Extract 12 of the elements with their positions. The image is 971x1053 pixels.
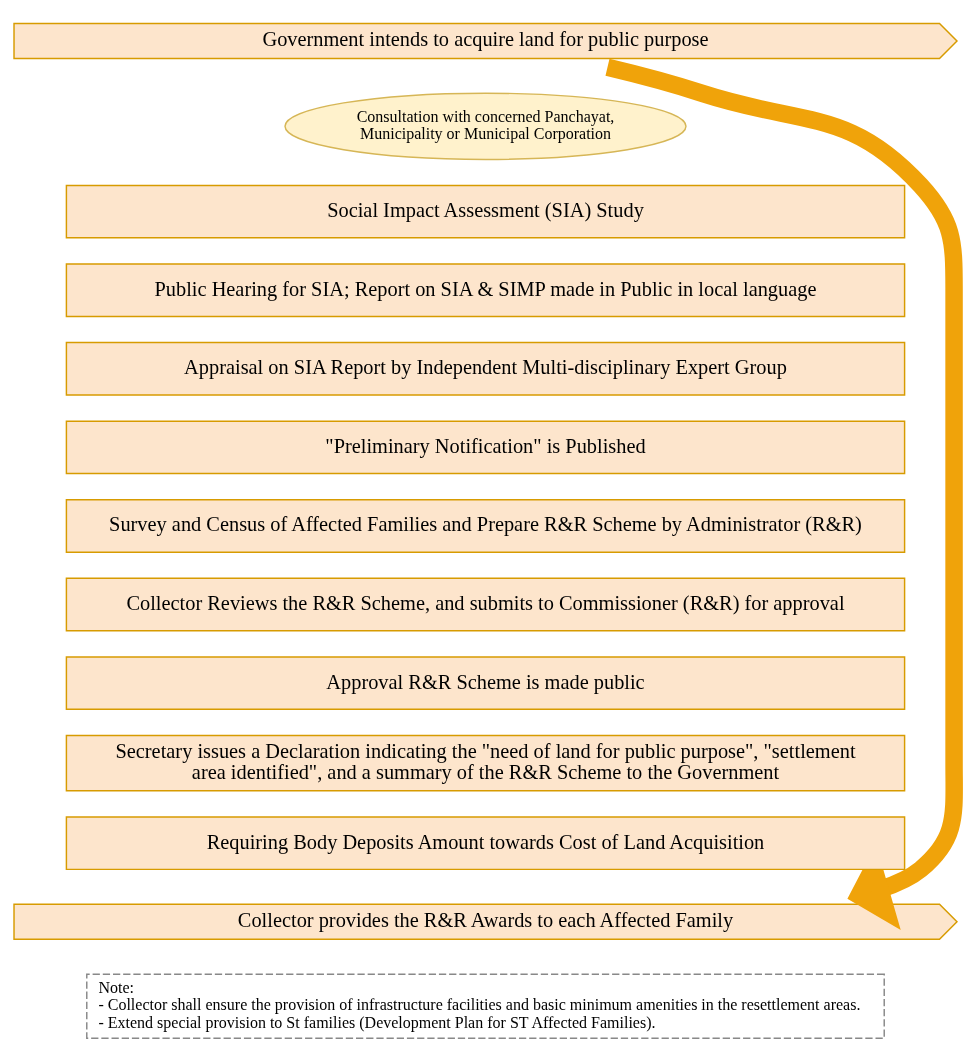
node-box: Collector Reviews the R&R Scheme, and submits to Commissioner (R&R) for approval bbox=[65, 577, 906, 632]
node-box: Note: - Collector shall ensure the provision of infrastructure facilities and basic minimum amenities in the resettlement areas. - Extend special provision to St families (Development Plan for ST Affected Families). bbox=[86, 973, 885, 1039]
node-box: "Preliminary Notification" is Published bbox=[65, 420, 906, 475]
node-box: Social Impact Assessment (SIA) Study bbox=[65, 184, 906, 239]
arrow bbox=[605, 58, 963, 930]
node-box: Requiring Body Deposits Amount towards Cost of Land Acquisition bbox=[65, 816, 906, 871]
node-ellipse: Consultation with concerned Panchayat, Municipality or Municipal Corporation bbox=[284, 92, 687, 161]
node-box: Survey and Census of Affected Families and Prepare R&R Scheme by Administrator (R&R) bbox=[65, 499, 906, 553]
node-box: Approval R&R Scheme is made public bbox=[65, 656, 906, 711]
node-box: Appraisal on SIA Report by Independent Multi-disciplinary Expert Group bbox=[65, 341, 906, 396]
node-box: Public Hearing for SIA; Report on SIA & SIMP made in Public in local language bbox=[65, 263, 906, 318]
node-box: Secretary issues a Declaration indicating the "need of land for public purpose", "settlement area identified", and a summary of the R&R Scheme to the Government bbox=[65, 734, 906, 792]
